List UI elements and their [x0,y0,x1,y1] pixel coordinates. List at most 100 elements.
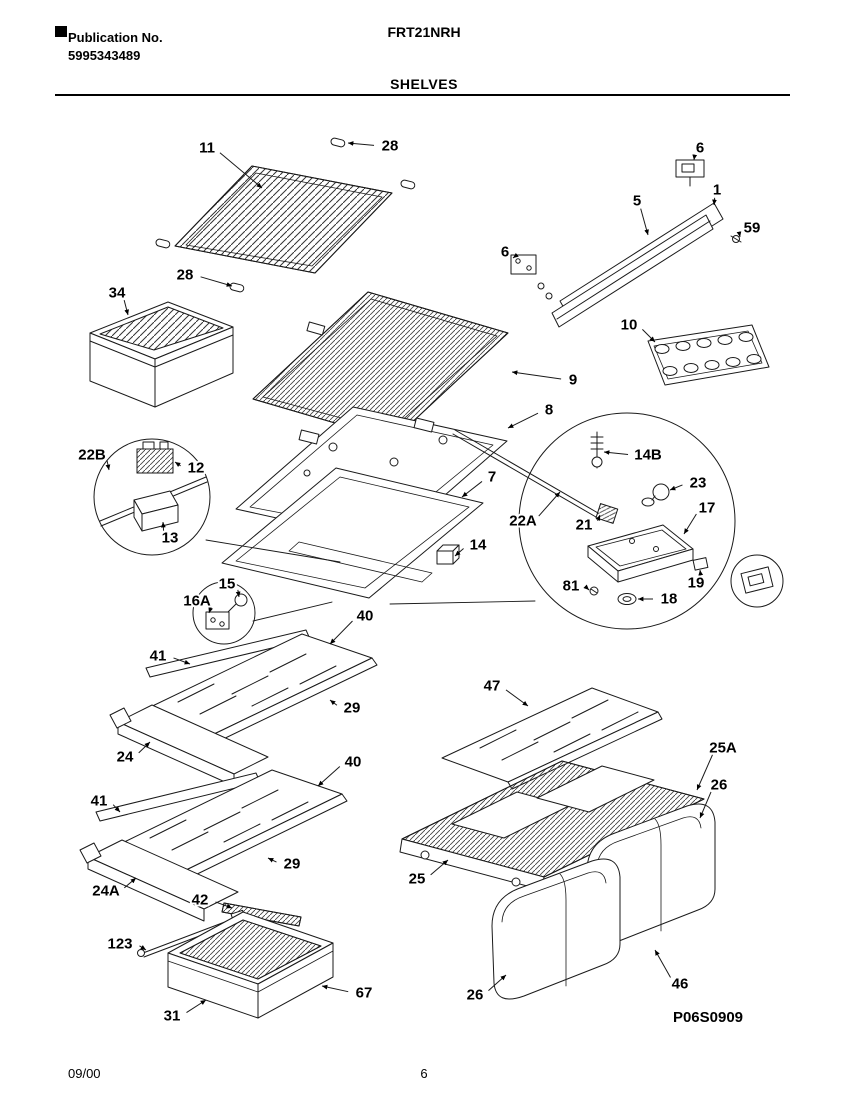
glass-reflections [149,789,309,851]
part-callout-6: 6 [696,140,704,157]
part-callout-26: 26 [711,777,728,794]
part-callout-81: 81 [563,578,580,595]
part-callout-29: 29 [344,700,361,717]
part-callout-34: 34 [109,285,126,302]
part-callout-46: 46 [672,976,689,993]
part-callout-1: 1 [713,182,721,199]
part-callout-25: 25 [409,871,426,888]
part-callout-14B: 14B [634,447,662,464]
part-callout-12: 12 [188,460,205,477]
corner-mark [55,26,67,37]
tray-17 [587,524,694,583]
glass-reflections [177,653,337,715]
callout-leader-24A [124,877,137,889]
part-callout-10: 10 [621,317,638,334]
trim-rail-assembly [510,159,742,328]
part-callout-40: 40 [345,754,362,771]
callout-leader-22B [105,460,111,471]
callout-leader-41 [173,657,191,665]
callout-leader-42 [215,901,233,909]
glass-reflections [479,699,639,761]
callout-leader-67 [321,984,349,993]
callout-leader-25 [430,859,449,876]
part-callout-24: 24 [117,749,134,766]
part-callout-24A: 24A [92,883,120,900]
callout-leader-46 [654,949,671,978]
callout-leader-12 [174,461,181,468]
detail-balloon-22A [452,412,736,630]
callout-leader-41 [112,804,121,813]
part-callout-21: 21 [576,517,593,534]
diagram-code: P06S0909 [673,1009,743,1026]
screw-59 [730,235,742,243]
callout-leader-81 [583,584,590,591]
part-callout-41: 41 [150,648,167,665]
drawer-assembly [137,909,334,1019]
callout-leader-21 [595,514,601,521]
glass-shelf-lower [79,769,348,927]
callout-leader-24 [138,741,151,754]
part-callout-26: 26 [467,987,484,1004]
callout-leader-29 [329,699,338,706]
footer-page-number: 6 [420,1066,428,1081]
callout-leader-40 [317,766,341,787]
part-callout-41: 41 [91,793,108,810]
part-callout-67: 67 [356,985,373,1002]
callout-leader-5 [640,208,649,236]
bracket-6-top [675,159,705,187]
callout-leader-59 [736,231,742,238]
part-callout-47: 47 [484,678,501,695]
callout-leader-16A [208,606,214,614]
callout-leader-26 [699,791,712,819]
callout-leader-13 [160,521,166,531]
wire-shelf [155,137,416,293]
publication-number: 5995343489 [68,48,141,63]
callout-leader-15 [235,589,241,598]
reference-lines [205,539,536,622]
callout-leader-25A [696,754,713,791]
callout-leader-22A [538,491,561,517]
part-callout-25A: 25A [709,740,737,757]
crisper-pan [89,301,234,408]
detail-balloon-22B [93,438,211,556]
part-callout-19: 19 [688,575,705,592]
part-callout-6: 6 [501,244,509,261]
part-callout-14: 14 [470,537,487,554]
bracket-6-mid [510,254,553,300]
part-callout-59: 59 [744,220,761,237]
part-callout-11: 11 [199,140,215,157]
callout-leader-34 [123,300,129,316]
part-callout-5: 5 [633,193,641,210]
callout-leader-1 [712,197,717,206]
part-callout-42: 42 [192,892,209,909]
screw-81 [589,586,599,596]
part-callout-13: 13 [162,530,179,547]
callout-leader-26 [488,974,507,992]
callout-leader-47 [505,689,529,707]
pan-26 [491,858,621,1000]
callout-leader-10 [642,329,656,343]
part-callout-28: 28 [177,267,194,284]
plunger-14B [590,431,604,469]
callout-leader-19 [698,569,704,576]
callout-leader-14B [603,450,629,455]
grommet-18 [617,593,637,605]
callout-leader-123 [139,945,147,951]
knob-23 [641,483,670,507]
callout-leader-17 [683,513,697,535]
shelf-stop-14 [436,544,460,565]
part-callout-22B: 22B [78,447,106,464]
callout-leader-40 [329,620,353,645]
publication-label: Publication No. [68,30,163,45]
callout-leader-28 [347,141,375,146]
part-callout-17: 17 [699,500,716,517]
part-callout-31: 31 [164,1008,181,1025]
slide-bracket-12 [136,441,174,474]
header-rule [55,94,790,96]
callout-leader-8 [507,412,539,429]
model-number: FRT21NRH [387,24,461,40]
part-callout-18: 18 [661,591,678,608]
